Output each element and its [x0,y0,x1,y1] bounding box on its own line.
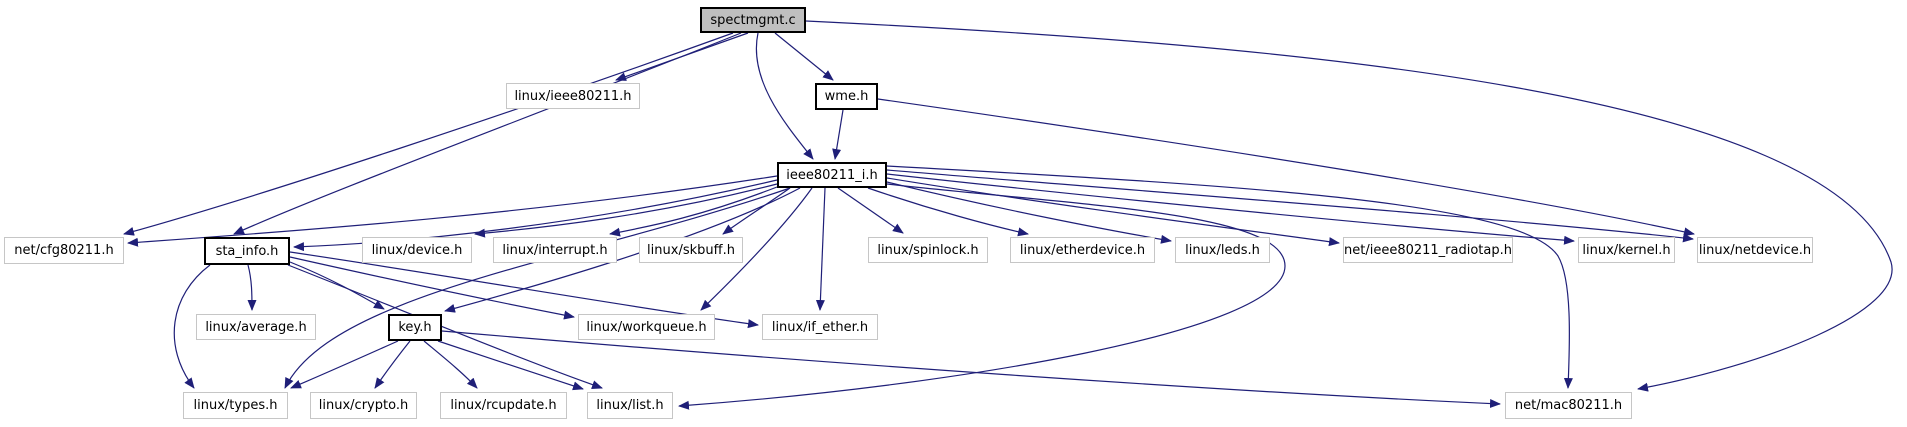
edge-ieee80211-i-h--sta-info-h [293,179,778,252]
edge-sta-info-h--linux-average-h [247,264,257,311]
node-linux-types-h: linux/types.h [183,392,288,419]
node-ieee80211-i-h[interactable]: ieee80211_i.h [777,162,887,188]
node-linux-rcupdate-h: linux/rcupdate.h [440,392,567,419]
edge-key-h--linux-types-h [290,340,399,389]
node-linux-crypto-h: linux/crypto.h [310,392,417,419]
edge-ieee80211-i-h--linux-etherdevice-h [867,187,1029,237]
edge-wme-h--ieee80211-i-h [832,109,844,160]
edge-ieee80211-i-h--linux-types-h [284,187,791,389]
node-linux-ieee80211-h: linux/ieee80211.h [506,83,640,109]
node-linux-skbuff-h: linux/skbuff.h [639,237,743,263]
edge-spectmgmt-c--wme-h [774,32,834,81]
edge-spectmgmt-c--net-mac80211-h [805,20,1893,392]
node-linux-if-ether-h: linux/if_ether.h [762,314,878,340]
edge-ieee80211-i-h--linux-kernel-h [886,173,1575,245]
node-linux-leds-h: linux/leds.h [1175,237,1270,263]
edge-ieee80211-i-h--linux-workqueue-h [700,187,813,311]
edge-sta-info-h--linux-types-h [173,264,211,389]
edge-ieee80211-i-h--linux-interrupt-h [609,186,778,237]
node-net-cfg80211-h: net/cfg80211.h [4,237,124,264]
edge-spectmgmt-c--net-cfg80211-h [123,32,734,236]
edge-ieee80211-i-h--net-ieee80211-radiotap-h [886,177,1340,247]
edge-ieee80211-i-h--linux-list-h [678,183,1286,410]
node-wme-h[interactable]: wme.h [815,83,878,110]
edge-ieee80211-i-h--linux-device-h [474,183,778,238]
edge-key-h--net-mac80211-h [441,330,1501,409]
node-spectmgmt-c: spectmgmt.c [700,7,806,33]
edge-ieee80211-i-h--linux-skbuff-h [722,187,791,235]
node-linux-workqueue-h: linux/workqueue.h [578,314,715,340]
edge-ieee80211-i-h--linux-spinlock-h [837,187,904,234]
edge-spectmgmt-c--ieee80211-i-h [755,32,814,160]
node-key-h[interactable]: key.h [388,314,442,341]
edge-ieee80211-i-h--linux-if-ether-h [815,187,826,311]
node-linux-kernel-h: linux/kernel.h [1578,237,1675,263]
node-linux-netdevice-h: linux/netdevice.h [1697,237,1813,263]
edge-ieee80211-i-h--net-cfg80211-h [127,175,778,247]
edge-sta-info-h--key-h [289,261,385,310]
edge-ieee80211-i-h--linux-netdevice-h [886,169,1694,243]
node-net-mac80211-h: net/mac80211.h [1505,392,1632,419]
edge-ieee80211-i-h--linux-leds-h [886,181,1172,244]
edge-wme-h--linux-netdevice-h [877,98,1695,237]
node-linux-interrupt-h: linux/interrupt.h [493,237,617,263]
node-net-ieee80211-radiotap-h: net/ieee80211_radiotap.h [1343,237,1513,263]
node-sta-info-h[interactable]: sta_info.h [204,237,290,265]
node-linux-device-h: linux/device.h [362,237,472,263]
node-linux-spinlock-h: linux/spinlock.h [868,237,988,263]
node-linux-etherdevice-h: linux/etherdevice.h [1010,237,1155,263]
edge-ieee80211-i-h--net-mac80211-h [886,165,1573,389]
node-linux-average-h: linux/average.h [196,314,316,340]
edge-spectmgmt-c--sta-info-h [233,32,742,235]
edge-key-h--linux-rcupdate-h [423,340,478,389]
node-linux-list-h: linux/list.h [587,392,673,419]
edge-key-h--linux-list-h [437,340,584,391]
edge-key-h--linux-crypto-h [374,340,411,389]
edge-sta-info-h--linux-list-h [287,264,603,389]
edge-sta-info-h--linux-workqueue-h [289,256,575,320]
